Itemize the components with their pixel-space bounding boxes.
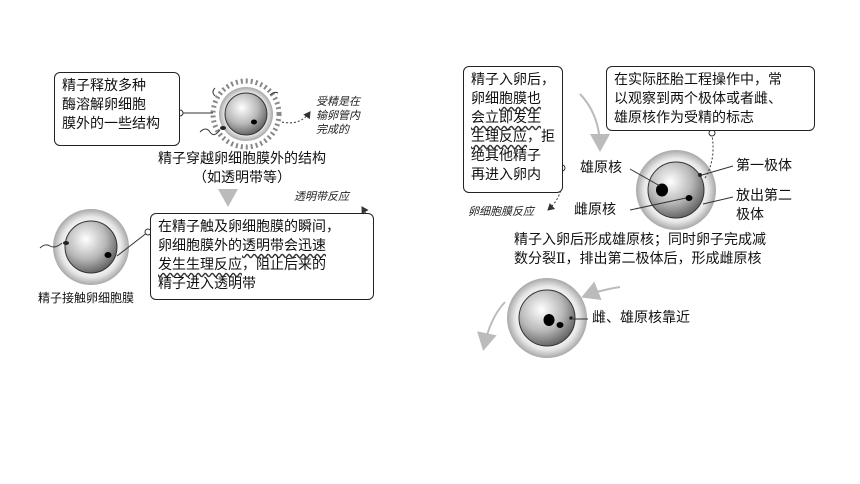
box-line: 精子释放多种 [62,78,146,94]
membrane-contact-caption: 精子接触卵细胞膜 [38,291,135,305]
egg-pronuclei-approach [507,278,587,358]
dotted-arrow [281,111,311,124]
box-line: 酶溶解卵细胞 [62,97,146,113]
male-pronucleus-label: 雄原核 [580,160,622,176]
fertilization-marker-box: 在实际胚胎工程操作中，常 以观察到两个极体或者雌、 雄原核作为受精的标志 [606,66,815,131]
first-polar-body-label: 第一极体 [736,158,792,174]
curved-arrow [579,93,610,152]
fertilization-site-note: 受精是在 输卵管内 完成的 [316,95,360,136]
zona-reaction-note: 透明带反应 [294,190,349,203]
egg-membrane-contact [39,209,129,285]
sperm-enzyme-box: 精子释放多种 酶溶解卵细胞 膜外的一些结构 [54,72,180,146]
female-pronucleus-label: 雌原核 [574,202,616,218]
zona-reaction-box: 在精子触及卵细胞膜的瞬间， 卵细胞膜外的透明带会迅速 发生生理反应，阻止后来的 … [150,213,374,300]
membrane-reaction-note: 卵细胞膜反应 [468,205,534,218]
pronuclei-approach-caption: 雌、雄原核靠近 [592,310,690,326]
box-line: 膜外的一些结构 [62,116,160,132]
pronuclei-formation-caption: 精子入卵后形成雄原核；同时卵子完成减 数分裂Ⅱ，排出第二极体后，形成雌原核 [514,232,766,267]
membrane-reaction-box: 精子入卵后， 卵细胞膜也 会立即发生 生理反应，拒 绝其他精子 再进入卵内 [463,66,563,193]
egg-pronuclei [636,150,716,230]
second-polar-body-label: 放出第二 极体 [736,188,792,223]
egg-corona-penetration [199,78,282,150]
penetration-caption: 精子穿越卵细胞膜外的结构 （如透明带等） [158,151,326,186]
